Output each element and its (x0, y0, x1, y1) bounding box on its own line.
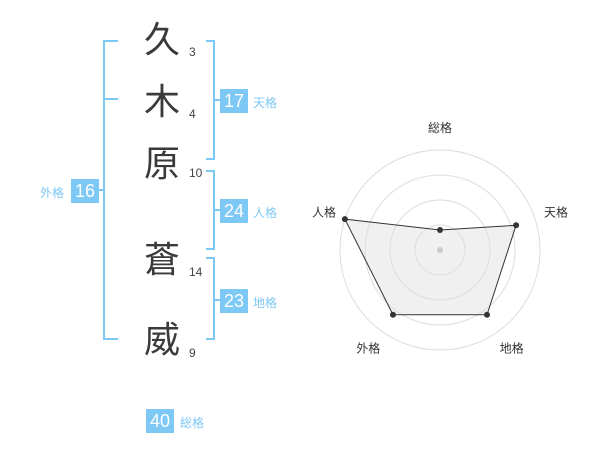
gaikaku-value: 16 (71, 179, 99, 203)
chikaku-label: 地格 (253, 296, 278, 310)
chikaku-value: 23 (220, 289, 248, 313)
radar-ring (414, 224, 466, 276)
name-char-3: 原 (143, 144, 180, 185)
stroke-count-1: 3 (189, 45, 196, 59)
radar-point (389, 311, 396, 318)
name-char-2: 木 (143, 82, 180, 123)
radar-ring (389, 199, 491, 301)
chikaku-bracket (206, 257, 215, 340)
radar-axis-label: 人格 (312, 204, 336, 219)
soukaku-label: 総格 (180, 416, 205, 430)
gaikaku-label: 外格 (40, 186, 65, 200)
name-char-1: 久 (143, 20, 180, 61)
radar-axis-label: 天格 (544, 204, 568, 219)
radar-axis-label: 外格 (356, 341, 380, 356)
radar-series-line (344, 218, 517, 316)
radar-center-dot (437, 247, 443, 253)
tenkaku-label: 天格 (253, 96, 278, 110)
stroke-count-4: 14 (189, 265, 203, 279)
jinkaku-value: 24 (220, 199, 248, 223)
stroke-count-5: 9 (189, 346, 196, 360)
name-char-5: 威 (143, 320, 180, 361)
soukaku-value: 40 (146, 409, 174, 433)
tenkaku-value: 17 (220, 89, 248, 113)
radar-point (484, 311, 491, 318)
radar-area-fill (344, 219, 517, 315)
name-char-4: 蒼 (143, 240, 180, 281)
radar-axis-label: 総格 (428, 120, 452, 135)
radar-axis-label: 地格 (500, 341, 524, 356)
radar-point (437, 227, 443, 233)
radar-point (513, 222, 520, 229)
stroke-count-2: 4 (189, 107, 196, 121)
radar-ring (364, 174, 516, 326)
radar-point (341, 216, 348, 223)
jinkaku-label: 人格 (253, 206, 278, 220)
stroke-count-3: 10 (189, 166, 203, 180)
